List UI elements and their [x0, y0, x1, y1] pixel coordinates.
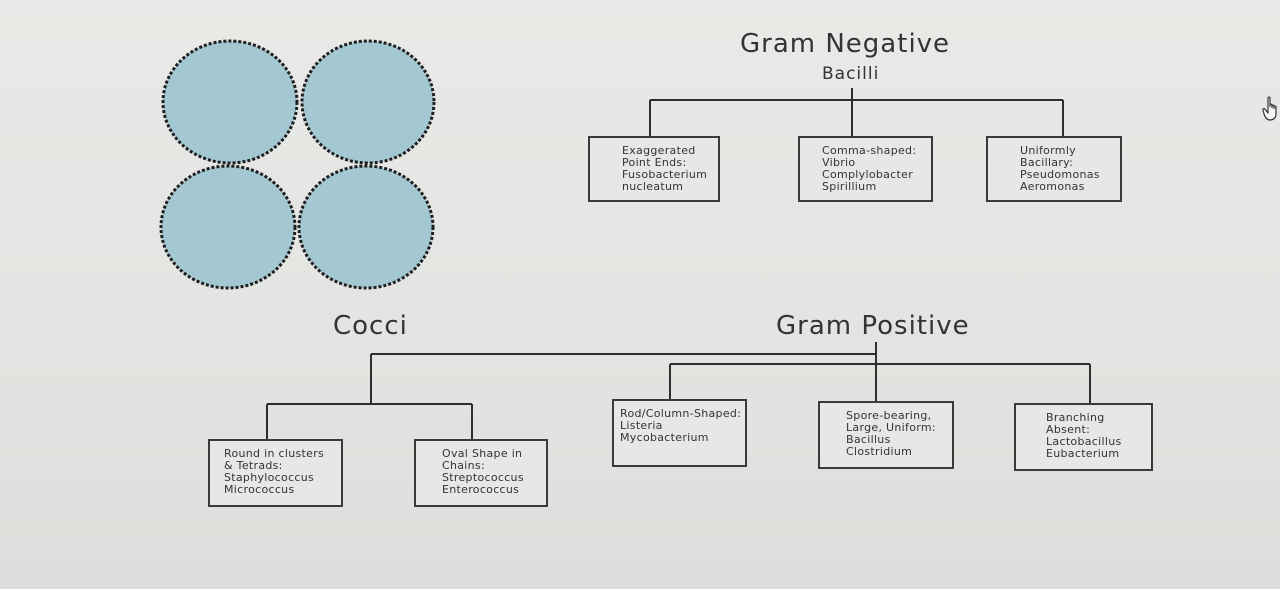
box-text-line: Vibrio — [822, 156, 856, 169]
gram-positive-branch-connector — [669, 363, 1091, 404]
box-text-line: Bacillary: — [1020, 156, 1074, 169]
box-comma-shaped: Comma-shaped: Vibrio Complylobacter Spir… — [798, 136, 933, 202]
box-text-line: Streptococcus — [442, 471, 524, 484]
box-text-line: Round in clusters — [224, 447, 325, 460]
bacilli-subtitle: Bacilli — [822, 64, 880, 84]
box-text-line: Spore-bearing, — [846, 409, 932, 422]
box-text-line: Enterococcus — [442, 483, 520, 496]
box-uniformly-bacillary: Uniformly Bacillary: Pseudomonas Aeromon… — [986, 136, 1122, 202]
box-text-line: Absent: — [1046, 423, 1091, 436]
gram-negative-connector — [649, 88, 1064, 137]
box-text-line: Aeromonas — [1020, 180, 1085, 193]
box-text-line: Micrococcus — [224, 483, 295, 496]
cocci-title: Cocci — [333, 311, 408, 341]
box-text-line: Oval Shape in — [442, 447, 523, 460]
box-text-line: Exaggerated — [622, 144, 696, 157]
box-text-line: Comma-shaped: — [822, 144, 917, 157]
hand-pointer-cursor-icon — [1262, 96, 1277, 121]
box-text-line: nucleatum — [622, 180, 684, 193]
box-text-line: Uniformly — [1020, 144, 1076, 157]
gram-positive-connector — [266, 342, 877, 440]
box-text-line: Pseudomonas — [1020, 168, 1100, 181]
box-text-line: Clostridium — [846, 445, 913, 458]
box-text-line: Lactobacillus — [1046, 435, 1122, 448]
box-text-line: Large, Uniform: — [846, 421, 936, 434]
box-rod-column-shaped: Rod/Column-Shaped: Listeria Mycobacteriu… — [612, 399, 747, 467]
box-oval-shape-in-chains: Oval Shape in Chains: Streptococcus Ente… — [414, 439, 548, 507]
box-text-line: & Tetrads: — [224, 459, 283, 472]
box-text-line: Mycobacterium — [620, 431, 709, 444]
box-text-line: Staphylococcus — [224, 471, 315, 484]
gram-negative-title: Gram Negative — [740, 29, 951, 59]
box-text-line: Branching — [1046, 411, 1105, 424]
gram-positive-title: Gram Positive — [776, 311, 970, 341]
box-text-line: Listeria — [620, 419, 663, 432]
box-text-line: Eubacterium — [1046, 447, 1120, 460]
box-text-line: Rod/Column-Shaped: — [620, 407, 742, 420]
box-text-line: Fusobacterium — [622, 168, 708, 181]
box-text-line: Chains: — [442, 459, 485, 472]
box-text-line: Bacillus — [846, 433, 891, 446]
box-spore-bearing: Spore-bearing, Large, Uniform: Bacillus … — [818, 401, 954, 469]
box-round-in-clusters: Round in clusters & Tetrads: Staphylococ… — [208, 439, 343, 507]
box-text-line: Point Ends: — [622, 156, 687, 169]
box-text-line: Complylobacter — [822, 168, 914, 181]
box-branching-absent: Branching Absent: Lactobacillus Eubacter… — [1014, 403, 1153, 471]
box-exaggerated-point-ends: Exaggerated Point Ends: Fusobacterium nu… — [588, 136, 720, 202]
box-text-line: Spirillium — [822, 180, 877, 193]
cocci-cell-cluster-icon — [159, 39, 436, 290]
